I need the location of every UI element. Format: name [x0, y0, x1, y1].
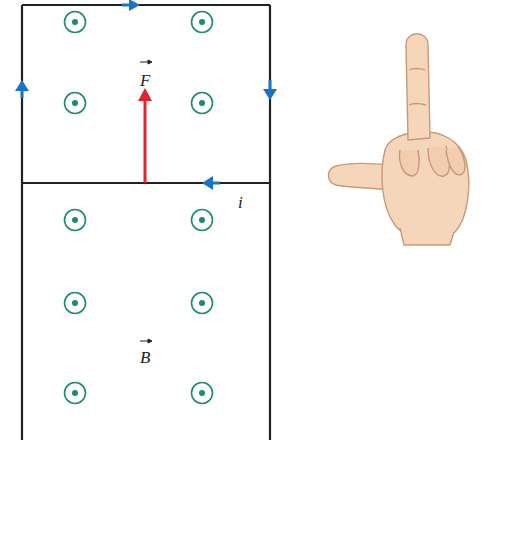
rail-dashes — [22, 445, 270, 553]
current-arrows — [15, 0, 277, 190]
field-dots — [65, 12, 213, 404]
field-label: B — [140, 349, 150, 366]
right-hand — [329, 34, 469, 245]
force-label: F — [140, 72, 150, 89]
rail-circuit — [22, 5, 270, 440]
vector-marks — [140, 60, 152, 343]
current-label: i — [238, 194, 243, 211]
force-arrow — [138, 88, 152, 183]
